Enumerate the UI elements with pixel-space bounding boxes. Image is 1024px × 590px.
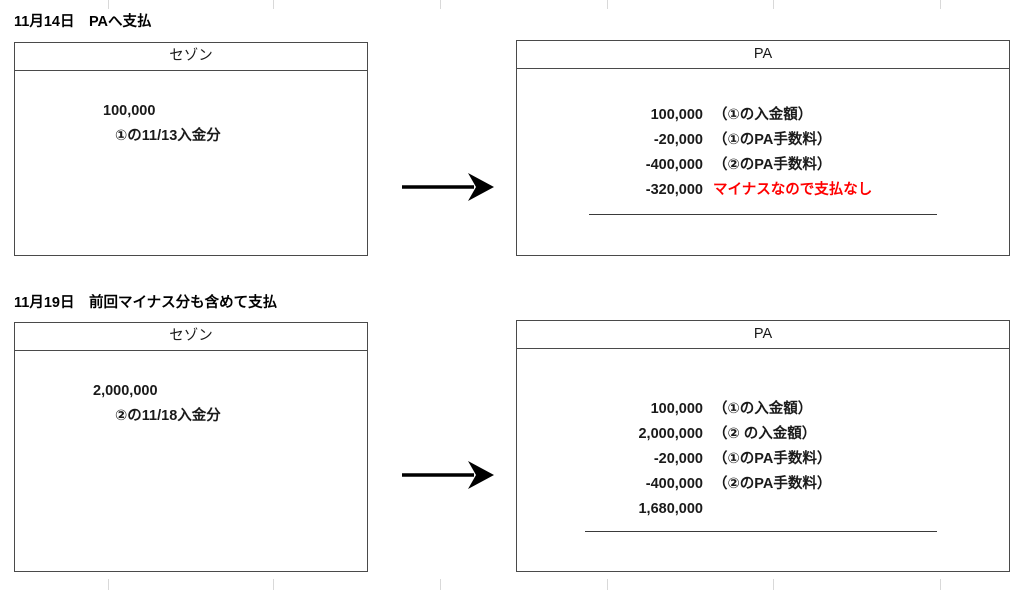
saison-amount: 100,000 xyxy=(103,103,156,119)
pa-box-body: 100,000 （①の入金額） -20,000 （①のPA手数料） -400,0… xyxy=(517,69,1009,255)
ledger-amount: 100,000 xyxy=(650,107,703,123)
gridline-tick-bottom xyxy=(273,579,274,590)
section-title: 11月14日 PAへ支払 xyxy=(14,14,152,30)
saison-box-body: 2,000,000 ②の11/18入金分 xyxy=(15,351,367,571)
saison-box-header: セゾン xyxy=(15,323,367,351)
pa-box-body: 100,000 （①の入金額） 2,000,000 （② の入金額） -20,0… xyxy=(517,349,1009,571)
ledger-row-total: 1,680,000 xyxy=(517,497,1009,522)
pa-ledger: 100,000 （①の入金額） -20,000 （①のPA手数料） -400,0… xyxy=(517,103,1009,203)
ledger-row: 2,000,000 （② の入金額） xyxy=(517,422,1009,447)
saison-note: ①の11/13入金分 xyxy=(115,128,221,144)
ledger-row: -20,000 （①のPA手数料） xyxy=(517,447,1009,472)
ledger-label: （①のPA手数料） xyxy=(713,132,832,148)
arrow-right-icon xyxy=(400,458,496,492)
section-title: 11月19日 前回マイナス分も含めて支払 xyxy=(14,295,278,311)
ledger-label: （②のPA手数料） xyxy=(713,476,832,492)
ledger-label: （①の入金額） xyxy=(713,401,813,417)
ledger-row: -400,000 （②のPA手数料） xyxy=(517,153,1009,178)
saison-box: セゾン 100,000 ①の11/13入金分 xyxy=(14,42,368,256)
ledger-row: -400,000 （②のPA手数料） xyxy=(517,472,1009,497)
gridline-tick-bottom xyxy=(440,579,441,590)
gridline-tick-top xyxy=(607,0,608,9)
pa-ledger: 100,000 （①の入金額） 2,000,000 （② の入金額） -20,0… xyxy=(517,397,1009,522)
saison-box: セゾン 2,000,000 ②の11/18入金分 xyxy=(14,322,368,572)
pa-box-header: PA xyxy=(517,321,1009,349)
ledger-row-total: -320,000 マイナスなので支払なし xyxy=(517,178,1009,203)
ledger-label: （② の入金額） xyxy=(713,426,817,442)
gridline-tick-bottom xyxy=(607,579,608,590)
ledger-amount: 2,000,000 xyxy=(638,426,703,442)
ledger-alert-note: マイナスなので支払なし xyxy=(713,182,873,198)
ledger-amount: 100,000 xyxy=(650,401,703,417)
saison-amount: 2,000,000 xyxy=(93,383,158,399)
ledger-amount: -20,000 xyxy=(653,451,703,467)
gridline-tick-bottom xyxy=(773,579,774,590)
sum-rule xyxy=(585,531,937,532)
pa-box: PA 100,000 （①の入金額） 2,000,000 （② の入金額） -2… xyxy=(516,320,1010,572)
ledger-row: 100,000 （①の入金額） xyxy=(517,103,1009,128)
pa-box: PA 100,000 （①の入金額） -20,000 （①のPA手数料） -40… xyxy=(516,40,1010,256)
pa-box-header: PA xyxy=(517,41,1009,69)
ledger-label: （②のPA手数料） xyxy=(713,157,832,173)
ledger-label: （①の入金額） xyxy=(713,107,813,123)
ledger-total-amount: 1,680,000 xyxy=(638,501,703,517)
sum-rule xyxy=(589,214,937,215)
saison-box-header: セゾン xyxy=(15,43,367,71)
ledger-amount: -400,000 xyxy=(645,476,703,492)
gridline-tick-top xyxy=(273,0,274,9)
ledger-total-amount: -320,000 xyxy=(645,182,703,198)
gridline-tick-top xyxy=(440,0,441,9)
saison-note: ②の11/18入金分 xyxy=(115,408,221,424)
gridline-tick-bottom xyxy=(108,579,109,590)
saison-lines: 2,000,000 ②の11/18入金分 xyxy=(15,379,367,429)
ledger-amount: -400,000 xyxy=(645,157,703,173)
gridline-tick-top xyxy=(108,0,109,9)
saison-lines: 100,000 ①の11/13入金分 xyxy=(15,99,367,149)
ledger-row: 100,000 （①の入金額） xyxy=(517,397,1009,422)
ledger-row: -20,000 （①のPA手数料） xyxy=(517,128,1009,153)
gridline-tick-bottom xyxy=(940,579,941,590)
saison-box-body: 100,000 ①の11/13入金分 xyxy=(15,71,367,255)
gridline-tick-top xyxy=(940,0,941,9)
gridline-tick-top xyxy=(773,0,774,9)
ledger-amount: -20,000 xyxy=(653,132,703,148)
arrow-right-icon xyxy=(400,170,496,204)
ledger-label: （①のPA手数料） xyxy=(713,451,832,467)
